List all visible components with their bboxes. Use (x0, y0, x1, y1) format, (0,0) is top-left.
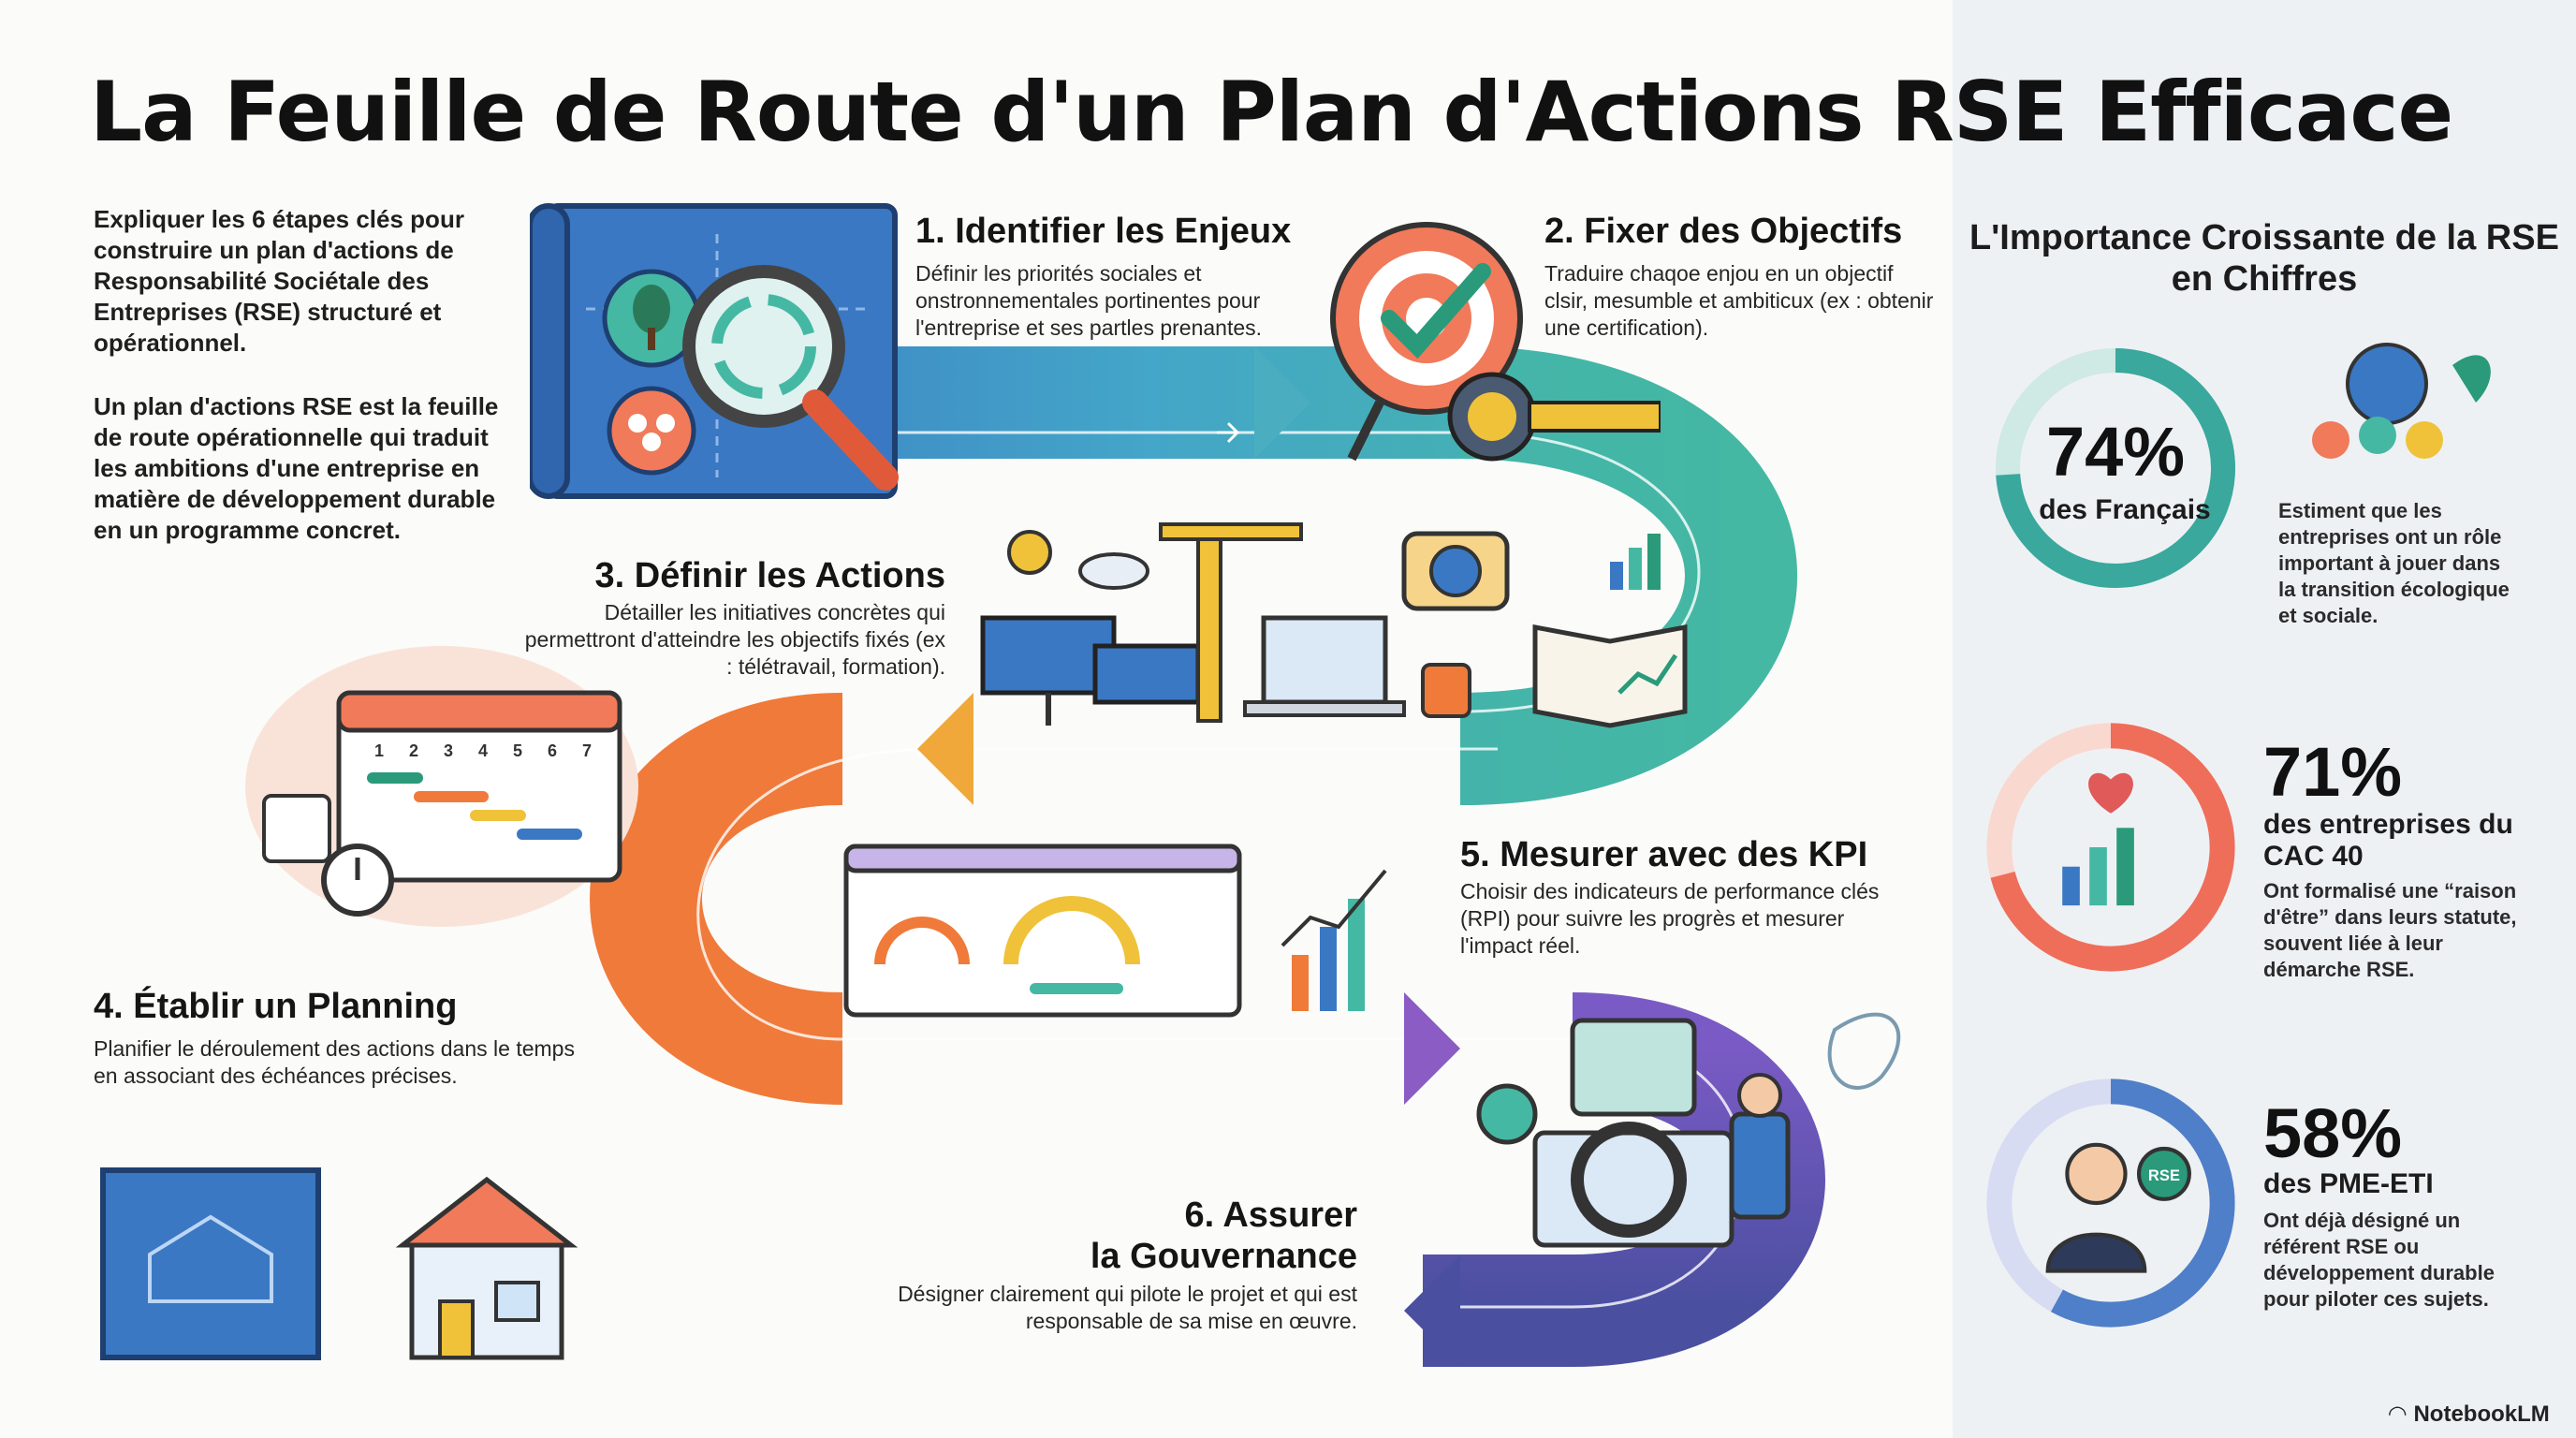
rse-badge-icon: RSE (2136, 1146, 2191, 1201)
cloud-icon (1078, 552, 1149, 590)
step-6-title: 6. Assurer la Gouvernance (936, 1195, 1357, 1277)
sun-icon (1007, 530, 1052, 575)
dashboard-icon (843, 844, 1387, 1018)
small-calendar-icon (262, 794, 331, 863)
stat-ring-progress (1986, 723, 2235, 972)
stat-ring-progress (1986, 1078, 2235, 1328)
step-6-title-line-1: 6. Assurer (1184, 1196, 1357, 1235)
stat-3-label: des PME-ETI (2263, 1168, 2434, 1199)
house-icon (100, 1167, 578, 1360)
step-5-title: 5. Mesurer avec des KPI (1460, 835, 1868, 874)
blueprint-icon (530, 203, 899, 499)
step-2-desc: Traduire chaqoe enjou en un objectif cls… (1544, 261, 1934, 340)
mug-icon (1421, 663, 1471, 718)
calendar-gantt-icon: 1 2 3 4 5 6 7 (245, 646, 638, 927)
calendar-day: 4 (478, 741, 488, 760)
team-screen-icon (1570, 1018, 1697, 1117)
stat-1-desc: Estiment que les entreprises ont un rôle… (2278, 499, 2510, 627)
steering-wheel-icon (1476, 1012, 1901, 1248)
solar-panel-icon (980, 615, 1201, 726)
stat-2-desc: Ont formalisé une “raison d'être” dans l… (2263, 879, 2517, 981)
step-6-desc: Désigner clairement qui pilote le projet… (898, 1282, 1357, 1333)
intro-paragraph-2: Un plan d'actions RSE est la feuille de … (94, 392, 499, 544)
stat-ring-2 (1986, 723, 2235, 972)
stat-3-percent: 58% (2263, 1094, 2403, 1172)
page-title: La Feuille de Route d'un Plan d'Actions … (90, 64, 2453, 160)
globe-people-icon (2312, 343, 2491, 459)
stat-ring-1 (1996, 348, 2235, 588)
stats-sidebar (1953, 0, 2576, 1438)
calendar-day: 5 (513, 741, 522, 760)
chat-globe-icon (1401, 531, 1510, 611)
step-4-title: 4. Établir un Planning (94, 987, 458, 1026)
businessman-icon (2045, 1142, 2147, 1273)
stat-1-percent: 74% (2046, 413, 2186, 491)
step-3-desc: Détailler les initiatives concrètes qui … (524, 600, 945, 679)
step-1-desc: Définir les priorités sociales et onstro… (915, 261, 1263, 340)
stat-3-desc: Ont déjà désigné un référent RSE ou déve… (2263, 1209, 2495, 1311)
businessman-driver-icon (1729, 1073, 1791, 1220)
leaf-icon (1827, 1012, 1901, 1090)
brand-name: NotebookLM (2413, 1401, 2550, 1427)
rse-badge-label: RSE (2148, 1167, 2180, 1184)
growth-chart-icon (1610, 534, 1661, 590)
crane-icon (1159, 522, 1303, 723)
calendar-day: 7 (582, 741, 592, 760)
step-5-desc: Choisir des indicateurs de performance c… (1460, 879, 1880, 958)
target-icon (1330, 222, 1661, 462)
step-1-title: 1. Identifier les Enjeux (915, 212, 1292, 251)
stat-2-percent: 71% (2263, 733, 2403, 811)
heart-growth-icon (2062, 772, 2134, 906)
intro-paragraph-1: Expliquer les 6 étapes clés pour constru… (94, 205, 464, 357)
magnifier-recycle-icon (682, 265, 899, 491)
stat-ring-3: RSE (1986, 1078, 2235, 1328)
notebooklm-logo-icon: ◠ (2389, 1401, 2407, 1427)
bar-chart-icon (1281, 869, 1387, 1011)
laptop-icon (1243, 615, 1406, 717)
stat-1-label: des Français (2039, 494, 2211, 525)
calendar-day: 3 (444, 741, 453, 760)
calendar-day: 2 (409, 741, 418, 760)
stats-title: L'Importance Croissante de la RSE en Chi… (1969, 218, 2559, 299)
gear-icon (1476, 1083, 1538, 1145)
road-segment-3 (590, 693, 844, 1105)
calendar-day: 1 (374, 741, 384, 760)
step-2-title: 2. Fixer des Objectifs (1544, 212, 1903, 251)
brand-watermark: ◠ NotebookLM (2389, 1401, 2550, 1428)
step-4-desc: Planifier le déroulement des actions dan… (94, 1036, 575, 1088)
book-chart-icon (1532, 624, 1688, 728)
action-illustrations (980, 522, 1688, 728)
calendar-day: 6 (548, 741, 557, 760)
stat-2-label: des entreprises du CAC 40 (2263, 809, 2513, 872)
step-3-title: 3. Définir les Actions (594, 556, 945, 595)
step-6-title-line-2: la Gouvernance (1090, 1237, 1357, 1276)
stat-ring-progress (1996, 348, 2235, 588)
tape-measure-icon (1447, 372, 1661, 462)
calendar-day-labels: 1 2 3 4 5 6 7 (374, 741, 592, 760)
clock-icon (321, 844, 394, 917)
